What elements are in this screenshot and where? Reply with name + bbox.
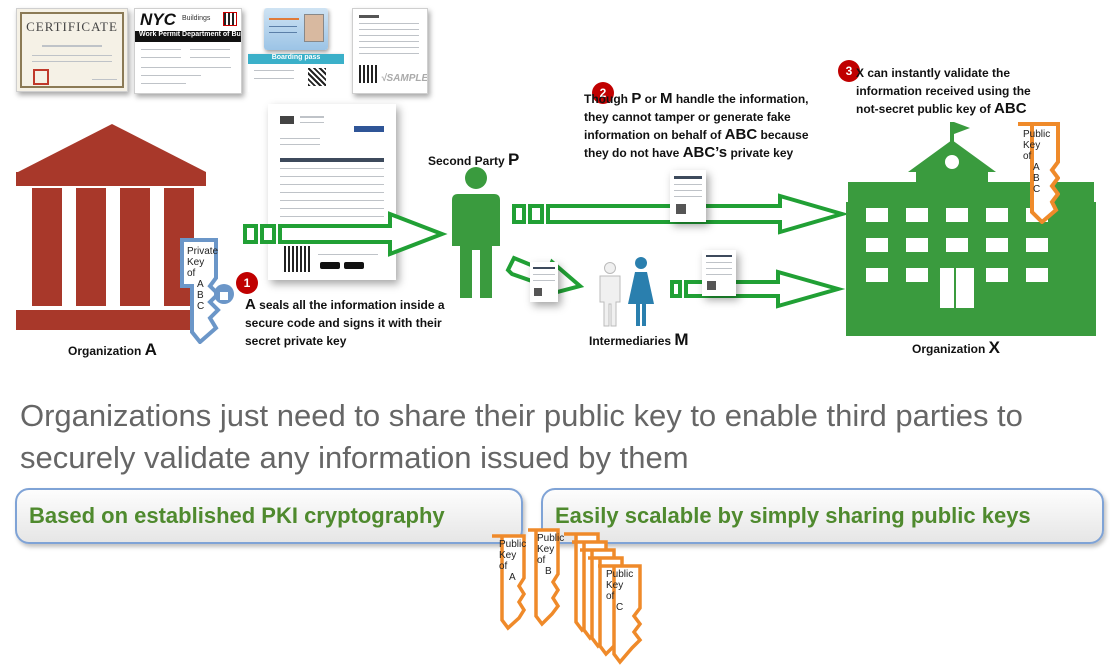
small-document-3 [702,250,736,296]
certificate-seal [33,69,49,85]
public-key-b-label: Public Key of B [537,533,565,577]
qr-code-icon [707,281,716,290]
organization-a-label: Organization A [68,340,157,359]
certificate-thumbnail: CERTIFICATE [16,8,128,92]
headline: Organizations just need to share their p… [20,398,1023,475]
public-key-c-label: Public Key of C [606,569,634,613]
permit-sub: Buildings [182,15,211,22]
second-party-label: Second Party P [428,150,520,169]
public-key-x-label: Public Key of A B C [1023,129,1051,195]
qr-code-icon [284,246,310,272]
id-photo [304,14,324,42]
public-key-a-label: Public Key of A [499,539,527,583]
qr-code-icon [308,68,326,86]
sample-stamp: √SAMPLE [381,73,428,84]
step-2-badge: 2 [592,82,614,104]
institution-building-icon [16,124,206,330]
permit-title: Work Permit Department of Buildings [135,31,241,42]
woman-icon [628,257,654,326]
public-key-icon [1018,122,1060,224]
id-card [264,8,328,50]
work-permit-thumbnail: NYC Buildings Work Permit Department of … [134,8,242,94]
private-key-icon [180,238,234,344]
pki-cryptography-pill: Based on established PKI cryptography [15,488,523,544]
intermediaries-label: Intermediaries M [589,330,689,349]
permit-brand: NYC [140,10,176,29]
step-1-badge: 1 [236,272,258,294]
small-document-2 [530,262,558,302]
scalable-sharing-pill: Easily scalable by simply sharing public… [541,488,1104,544]
boarding-title: Boarding pass [248,54,344,64]
man-icon [599,262,621,327]
boarding-pass: Boarding pass [248,54,344,92]
step-3-badge: 3 [838,60,860,82]
public-keys-stack [492,528,643,665]
person-icon [452,167,500,298]
qr-code-icon [534,288,542,296]
private-key-label: Private Key of A B C [187,246,219,312]
qr-code-icon [676,204,686,214]
step-1-caption: A seals all the information inside a sec… [245,296,445,348]
id-and-boarding-pass-thumbnail: Boarding pass [248,8,344,92]
step-2-caption: Though P or M handle the information, th… [584,90,809,161]
play-store-badge [344,262,364,269]
step-3-caption: X can instantly validate the information… [856,66,1031,117]
certificate-title: CERTIFICATE [26,19,118,34]
qr-code-icon [223,12,237,26]
app-store-badge [320,262,340,269]
organization-x-label: Organization X [912,338,1001,357]
small-document-1 [670,170,706,222]
qr-code-icon [359,65,377,83]
signed-document [268,104,396,280]
invoice-thumbnail: √SAMPLE [352,8,428,94]
